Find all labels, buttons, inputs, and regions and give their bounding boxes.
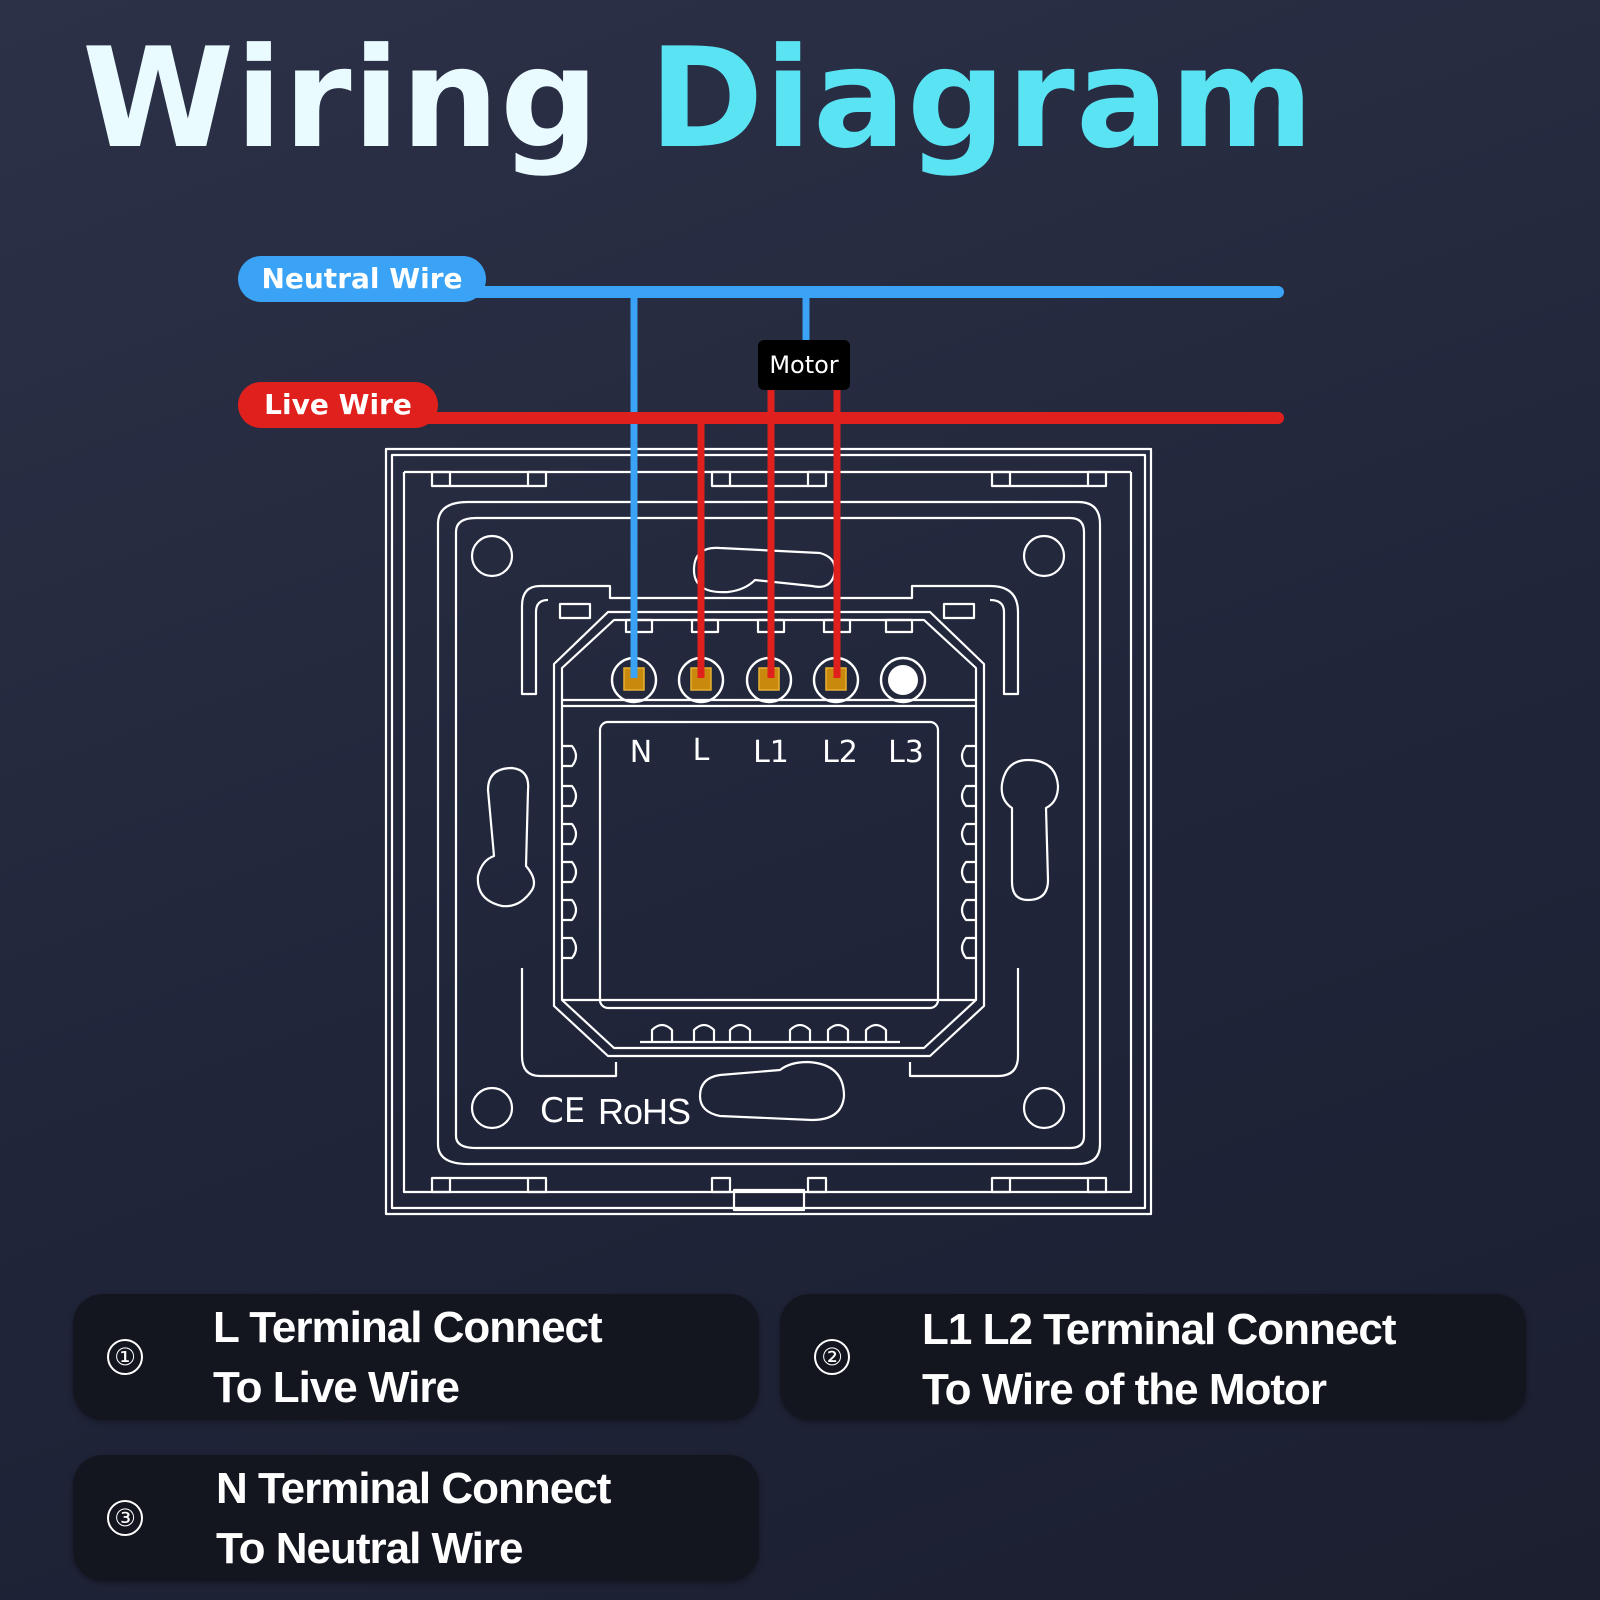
step-number-3: ③ — [107, 1500, 143, 1536]
step-card-1: ① L Terminal Connect To Live Wire — [73, 1294, 759, 1420]
step-text-2: L1 L2 Terminal Connect To Wire of the Mo… — [922, 1300, 1396, 1420]
ce-mark: CE — [540, 1091, 585, 1131]
step-1-line-2: To Live Wire — [213, 1363, 460, 1412]
terminal-l3-unused — [888, 665, 918, 695]
terminal-label-l2: L2 — [822, 735, 858, 770]
step-card-2: ② L1 L2 Terminal Connect To Wire of the … — [780, 1294, 1526, 1420]
neutral-wire-tag: Neutral Wire — [238, 256, 486, 302]
step-text-3: N Terminal Connect To Neutral Wire — [216, 1459, 611, 1579]
step-2-line-2: To Wire of the Motor — [922, 1365, 1327, 1414]
step-1-line-1: L Terminal Connect — [213, 1303, 603, 1352]
terminal-socket-l3 — [879, 656, 927, 704]
live-wire-label: Live Wire — [264, 388, 412, 421]
terminal-screws — [623, 665, 918, 695]
neutral-wire-label: Neutral Wire — [261, 262, 462, 295]
step-number-1: ① — [107, 1339, 143, 1375]
terminal-labels: N L L1 L2 L3 — [630, 733, 924, 770]
terminal-label-l: L — [693, 733, 710, 768]
step-3-line-1: N Terminal Connect — [216, 1464, 611, 1513]
motor-label: Motor — [769, 351, 838, 379]
title-word-1: Wiring — [82, 18, 600, 179]
page-title: Wiring Diagram — [82, 30, 1315, 168]
terminal-label-l1: L1 — [753, 735, 789, 770]
terminal-label-l3: L3 — [888, 735, 924, 770]
rohs-mark: RoHS — [598, 1091, 690, 1132]
motor-box: Motor — [758, 340, 850, 390]
live-wire-tag: Live Wire — [238, 382, 438, 428]
step-text-1: L Terminal Connect To Live Wire — [213, 1298, 603, 1418]
title-word-2: Diagram — [648, 18, 1315, 179]
step-card-3: ③ N Terminal Connect To Neutral Wire — [73, 1455, 759, 1581]
step-number-2: ② — [814, 1339, 850, 1375]
terminal-label-n: N — [630, 735, 652, 770]
step-3-line-2: To Neutral Wire — [216, 1524, 524, 1573]
step-2-line-1: L1 L2 Terminal Connect — [922, 1305, 1396, 1354]
